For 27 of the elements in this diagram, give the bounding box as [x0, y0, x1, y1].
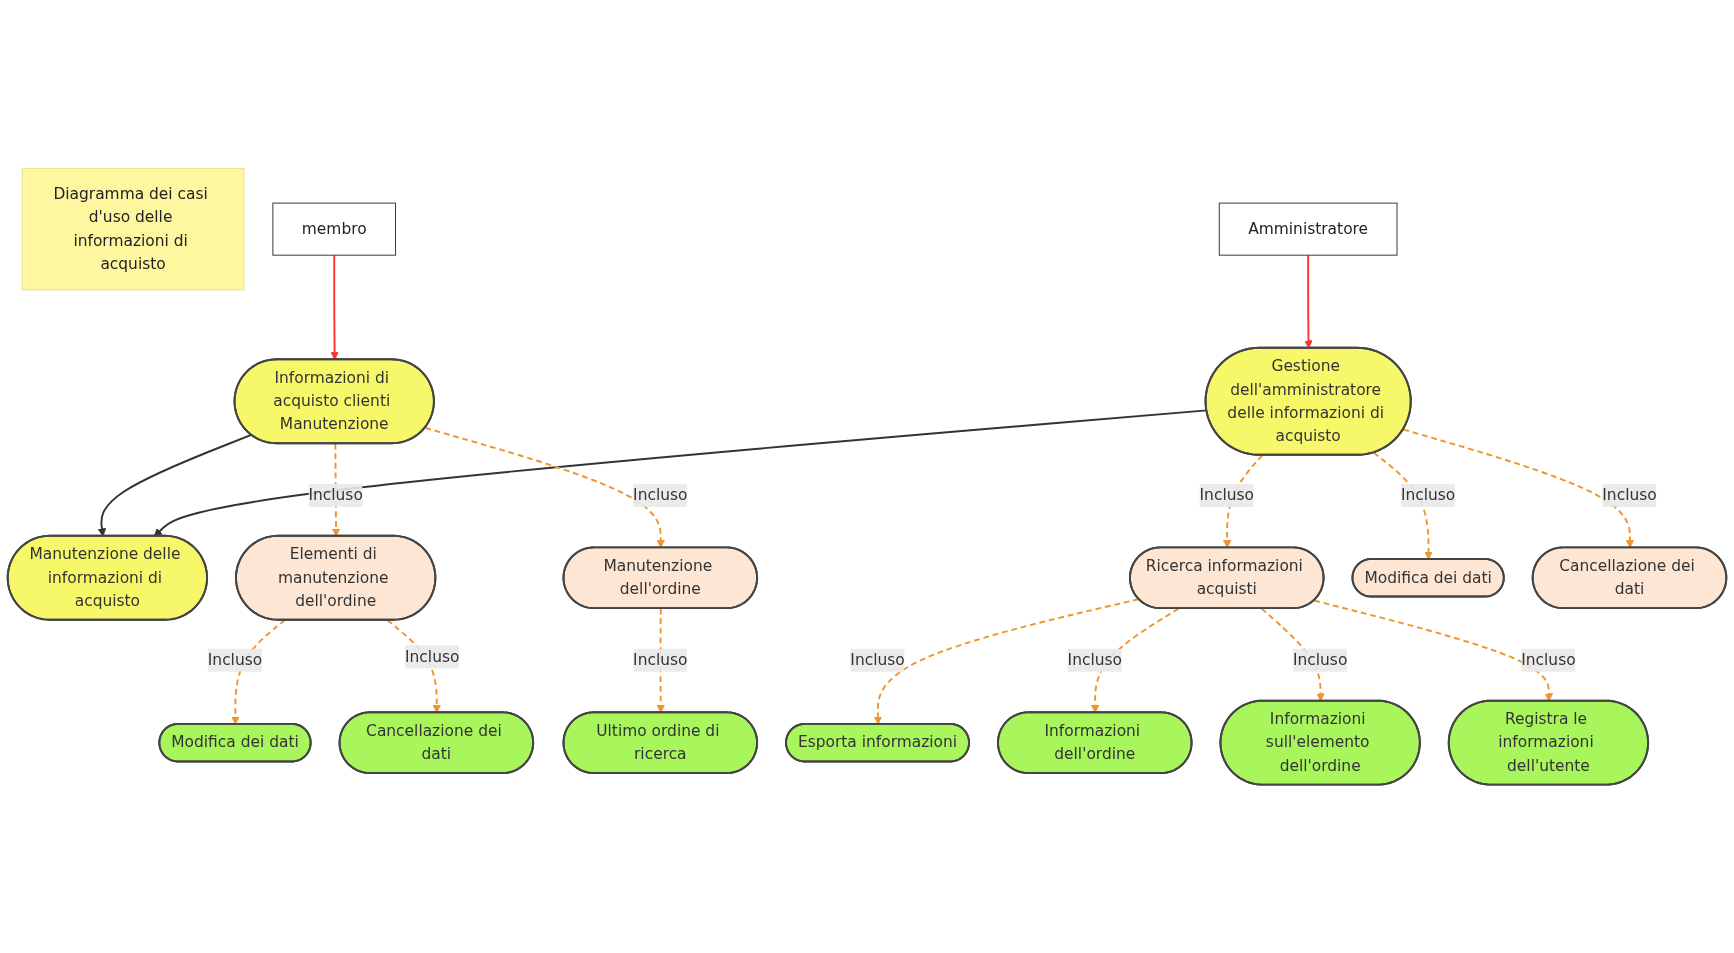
arrow [1222, 454, 1264, 549]
node-box: membro [272, 202, 397, 256]
node-box: Diagramma dei casi d'uso delle informazioni di acquisto [21, 167, 245, 291]
arrow [330, 254, 339, 361]
edge-label: Incluso [405, 647, 460, 666]
edge-label: Incluso [308, 485, 363, 504]
node-box: Amministratore [1218, 202, 1398, 256]
edge-label: Incluso [850, 650, 905, 669]
arrow [873, 598, 1140, 725]
edge-label: Incluso [633, 650, 688, 669]
edge-label: Incluso [1292, 650, 1348, 669]
arrow [1260, 607, 1325, 702]
edge-label: Incluso [633, 485, 688, 504]
arrow [1304, 254, 1313, 349]
arrow [1313, 599, 1554, 702]
edge-label: Incluso [1521, 650, 1576, 669]
edge-label: Incluso [1199, 485, 1254, 504]
edge-label: Incluso [1067, 650, 1122, 669]
edge-label: Incluso [1400, 485, 1456, 504]
arrow [1090, 607, 1180, 714]
edge-label: Incluso [1602, 485, 1657, 504]
arrow [424, 426, 665, 549]
arrow [1402, 428, 1635, 549]
edge-label: Incluso [207, 650, 263, 669]
arrow [231, 619, 286, 725]
arrow [97, 433, 253, 537]
arrow [331, 442, 341, 537]
